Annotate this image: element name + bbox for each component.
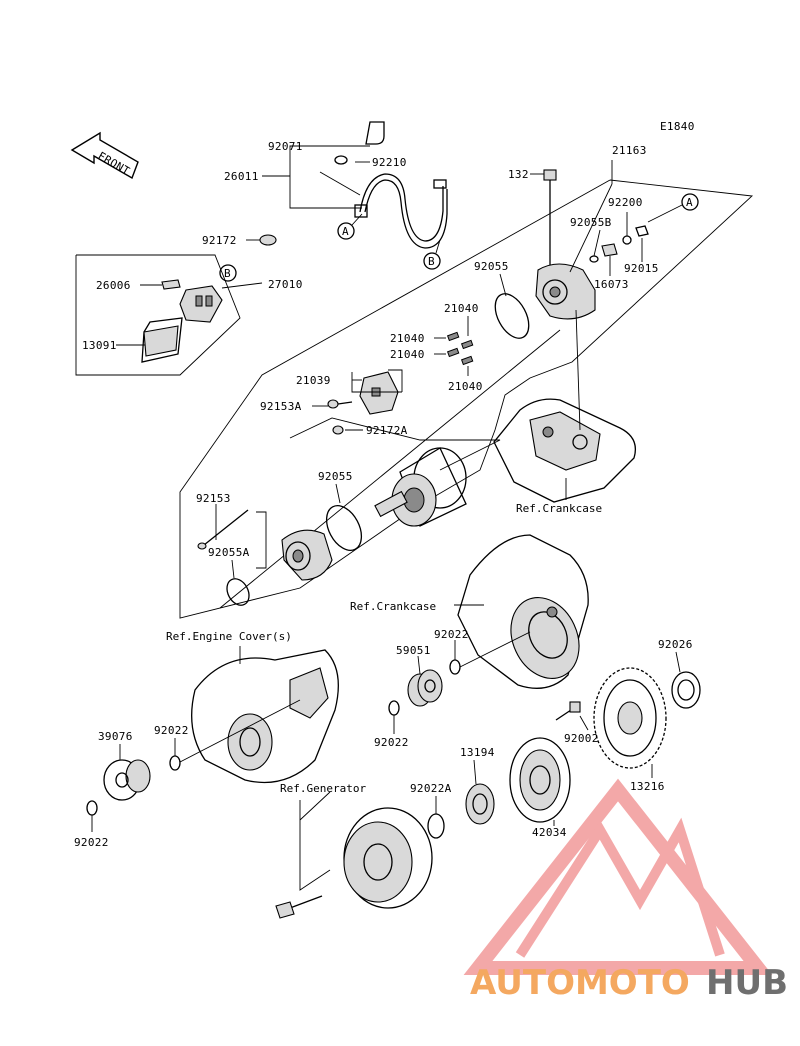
ref-engine-cover: Ref.Engine Cover(s) [166, 630, 292, 643]
label-92200: 92200 [608, 196, 643, 209]
label-27010: 27010 [268, 278, 303, 291]
label-92071: 92071 [268, 140, 303, 153]
oring-92055B [589, 229, 601, 263]
marker-b-relay: B [219, 264, 237, 282]
starter-front-cover [281, 529, 333, 581]
oring-92055A [226, 559, 250, 606]
label-21040-b: 21040 [390, 332, 425, 345]
label-26006: 26006 [96, 279, 131, 292]
label-92055-top: 92055 [474, 260, 509, 273]
nut-92200-washer [622, 212, 632, 245]
marker-b-cable: B [423, 239, 441, 270]
rotor-bolt [275, 895, 323, 919]
engine-cover [191, 646, 339, 784]
oring-92055-top [494, 273, 530, 339]
label-92153A: 92153A [260, 400, 302, 413]
label-92172: 92172 [202, 234, 237, 247]
label-21040-c: 21040 [390, 348, 425, 361]
relay-cover-13091 [116, 317, 183, 363]
label-92015: 92015 [624, 262, 659, 275]
part-labels: 92071 92210 26011 92172 26006 27010 1309… [74, 140, 693, 849]
label-132: 132 [508, 168, 529, 181]
label-16073: 16073 [594, 278, 629, 291]
gear-39076 [103, 744, 151, 801]
washer-92022-a [449, 640, 461, 675]
label-13194: 13194 [460, 746, 495, 759]
bolt-92002 [555, 701, 589, 731]
reference-labels: Ref.Crankcase Ref.Crankcase Ref.Engine C… [166, 502, 602, 795]
marker-a-right: A [647, 193, 699, 223]
label-13216: 13216 [630, 780, 665, 793]
label-21039: 21039 [296, 374, 331, 387]
label-92022-c: 92022 [154, 724, 189, 737]
label-92055A: 92055A [208, 546, 250, 559]
sprocket-13216 [593, 667, 667, 778]
holder-42034 [509, 737, 571, 826]
label-13091: 13091 [82, 339, 117, 352]
watermark-part1: AUTOMOTO [470, 963, 690, 1003]
crankcase-lower [454, 534, 589, 689]
starter-group-outline [179, 179, 754, 619]
starter-yoke [374, 447, 467, 527]
gear-59051 [407, 655, 443, 707]
bearing-92026 [671, 651, 701, 709]
label-92055B: 92055B [570, 216, 612, 229]
bolt-132 [530, 169, 557, 268]
diagram-code: E1840 [660, 120, 695, 133]
label-42034: 42034 [532, 826, 567, 839]
fuse-26006 [140, 279, 181, 290]
washer-92022A [427, 796, 445, 839]
crankcase-upper [493, 309, 637, 503]
label-59051: 59051 [396, 644, 431, 657]
label-92026: 92026 [658, 638, 693, 651]
label-39076: 39076 [98, 730, 133, 743]
washer-92022-c [169, 738, 181, 771]
screw-92172A [332, 425, 363, 435]
brush-holder-21039 [351, 369, 403, 415]
ref-crankcase-lower: Ref.Crankcase [350, 600, 436, 613]
label-92172A: 92172A [366, 424, 408, 437]
label-92002: 92002 [564, 732, 599, 745]
long-bolt-92153 [197, 504, 249, 550]
nut-16073 [601, 243, 618, 276]
label-21040-d: 21040 [448, 380, 483, 393]
watermark-logo-icon [463, 778, 773, 975]
oring-92055-mid [325, 483, 363, 551]
label-92022-a: 92022 [434, 628, 469, 641]
watermark-text: AUTOMOTO HUB [470, 963, 788, 1003]
watermark-part2: HUB [706, 963, 788, 1003]
label-92153: 92153 [196, 492, 231, 505]
ref-generator: Ref.Generator [280, 782, 366, 795]
label-92055-mid: 92055 [318, 470, 353, 483]
screw-92153A [312, 399, 353, 409]
label-21163: 21163 [612, 144, 647, 157]
marker-a-left: A [337, 213, 363, 240]
label-92210: 92210 [372, 156, 407, 169]
label-26011: 26011 [224, 170, 259, 183]
end-cover-21163 [535, 263, 596, 320]
brush-21040-group [434, 316, 474, 376]
nut-92015 [635, 225, 649, 262]
washer-92022-b [388, 700, 400, 734]
label-92022-d: 92022 [74, 836, 109, 849]
front-arrow-icon: FRONT [70, 131, 139, 180]
ref-crankcase-upper: Ref.Crankcase [516, 502, 602, 515]
bolt-92172 [246, 234, 277, 246]
starter-cable-26011 [334, 121, 448, 249]
label-21040-a: 21040 [444, 302, 479, 315]
svg-text:A: A [342, 225, 349, 238]
svg-text:A: A [686, 196, 693, 209]
relay-group-box [75, 254, 241, 376]
label-92022A: 92022A [410, 782, 452, 795]
clutch-13194 [465, 759, 495, 825]
svg-text:B: B [224, 267, 231, 280]
generator-rotor [299, 791, 433, 909]
svg-text:B: B [428, 255, 435, 268]
label-92022-b: 92022 [374, 736, 409, 749]
relay-27010 [179, 282, 263, 323]
washer-92022-d [86, 800, 98, 832]
